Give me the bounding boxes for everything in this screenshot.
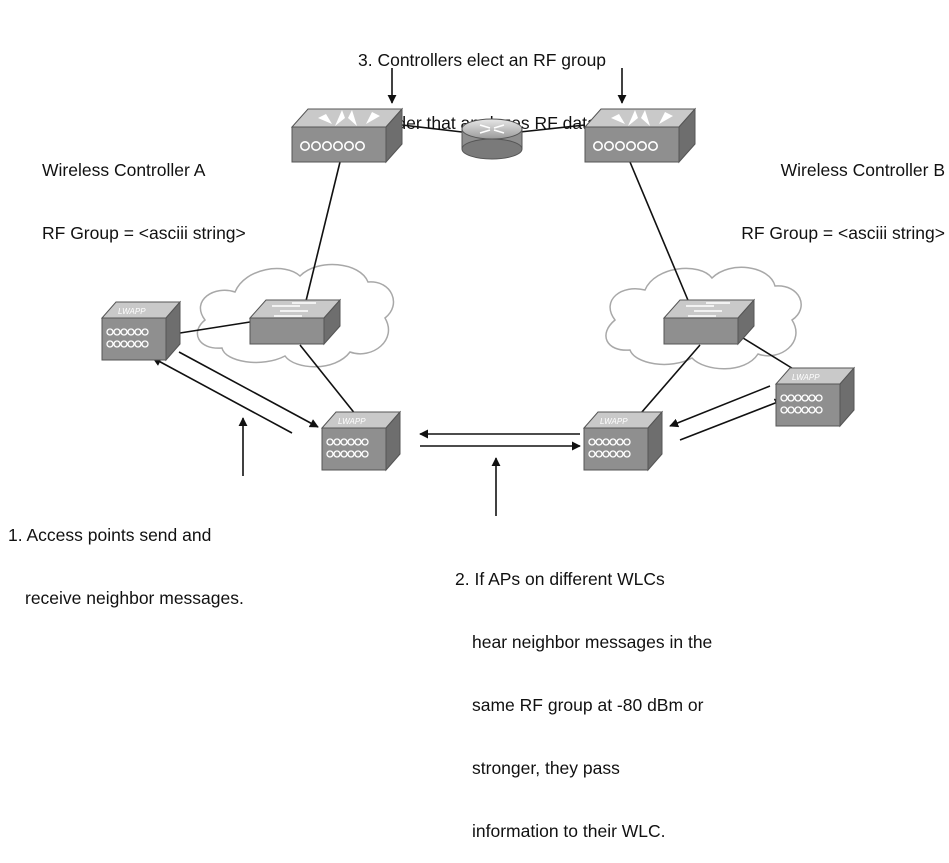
arrows [152, 68, 784, 516]
step2-line1: 2. If APs on different WLCs [455, 569, 665, 589]
step1-line2: receive neighbor messages. [25, 588, 244, 608]
access-point-icon: LWAPP [582, 410, 664, 472]
step3-line1: 3. Controllers elect an RF group [358, 50, 607, 70]
controller-a-group: RF Group = <asciii string> [42, 223, 246, 243]
step2-line5: information to their WLC. [472, 821, 666, 841]
switch-right-icon [662, 298, 756, 346]
controller-a-name: Wireless Controller A [42, 160, 206, 180]
ap-label: LWAPP [600, 417, 628, 426]
step2-line2: hear neighbor messages in the [472, 632, 713, 652]
wireless-controller-b-icon [583, 107, 697, 164]
access-point-icon: LWAPP [320, 410, 402, 472]
rf-grouping-diagram: LWAPP LWAPP LWAPP LWAPP [100, 68, 856, 516]
step2-line4: stronger, they pass [472, 758, 620, 778]
step1-annotation: 1. Access points send and receive neighb… [8, 483, 244, 630]
ap-label: LWAPP [118, 307, 146, 316]
ap-label: LWAPP [792, 373, 820, 382]
step1-line1: 1. Access points send and [8, 525, 212, 545]
step2-line3: same RF group at -80 dBm or [472, 695, 704, 715]
controller-b-label: Wireless Controller B RF Group = <asciii… [741, 118, 945, 265]
controller-b-group: RF Group = <asciii string> [741, 223, 945, 243]
switch-left-icon [248, 298, 342, 346]
controller-a-label: Wireless Controller A RF Group = <asciii… [42, 118, 246, 265]
router-icon [461, 118, 523, 160]
controller-b-name: Wireless Controller B [780, 160, 945, 180]
wireless-controller-a-icon [290, 107, 404, 164]
access-point-icon: LWAPP [774, 366, 856, 428]
access-point-icon: LWAPP [100, 300, 182, 362]
connection-lines [179, 124, 796, 421]
ap-label: LWAPP [338, 417, 366, 426]
